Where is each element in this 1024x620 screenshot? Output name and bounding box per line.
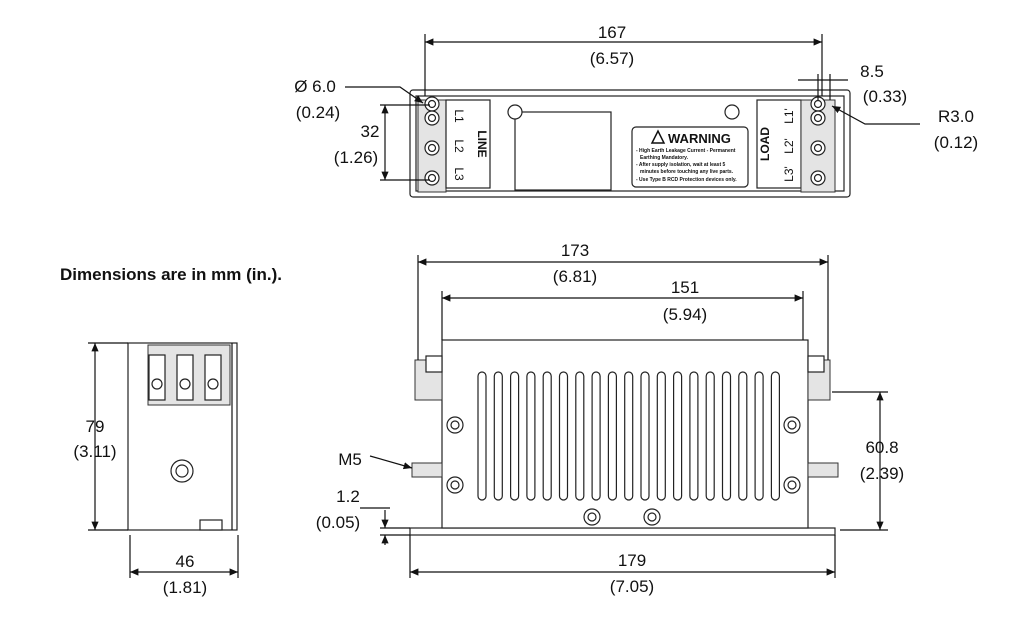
dim-hole: Ø 6.0 <box>294 77 336 96</box>
cooling-fin <box>591 371 601 501</box>
dim-base-width: 179 <box>618 551 646 570</box>
dim-top-width-in: (6.57) <box>590 49 634 68</box>
dim-pitch: 32 <box>361 122 380 141</box>
cooling-fin <box>477 371 487 501</box>
cooling-fin <box>575 371 585 501</box>
dim-front-height: 60.8 <box>865 438 898 457</box>
dim-side-depth-in: (1.81) <box>163 578 207 597</box>
side-terminal <box>204 354 222 401</box>
dim-overall-width-in: (6.81) <box>553 267 597 286</box>
side-view: 79 (3.11) 46 (1.81) <box>73 342 239 597</box>
side-terminal-screw <box>151 378 163 390</box>
mounting-hole-inner <box>587 512 597 522</box>
cooling-fin <box>558 371 569 501</box>
top-view: WARNING - High Earth Leakage Current - P… <box>294 23 978 198</box>
units-note: Dimensions are in mm (in.). <box>60 265 282 284</box>
dim-hole-in: (0.24) <box>296 103 340 122</box>
dim-slot: 8.5 <box>860 62 884 81</box>
front-view: 173 (6.81) 151 (5.94) 179 (7.05) 60.8 (2… <box>316 241 904 596</box>
dim-side-height: 79 <box>86 417 105 436</box>
terminal-screw-inner <box>427 143 437 153</box>
cooling-fin <box>672 371 683 501</box>
warning-line: - High Earth Leakage Current - Permanent <box>636 148 736 154</box>
warning-line: Earthing Mandatory. <box>640 155 689 161</box>
dim-top-width: 167 <box>598 23 626 42</box>
line-label: LINE <box>475 130 489 157</box>
mounting-hole-inner <box>787 420 797 430</box>
terminal-label: L1' <box>782 108 796 124</box>
cooling-fin <box>526 371 536 501</box>
cooling-fin <box>542 371 552 501</box>
cooling-fin <box>721 371 732 501</box>
terminal-screw-inner <box>427 113 437 123</box>
cooling-fin <box>754 371 764 501</box>
side-terminal <box>176 354 194 401</box>
terminal-screw-inner <box>427 173 437 183</box>
cooling-fin <box>624 371 634 501</box>
cooling-fin <box>656 371 666 501</box>
side-terminal-screw <box>179 378 191 390</box>
terminal-screw-inner <box>427 99 437 109</box>
dim-body-width-in: (5.94) <box>663 305 707 324</box>
terminal-label: L1 <box>452 109 466 123</box>
cooling-fin <box>607 371 618 501</box>
terminal-screw-inner <box>813 113 823 123</box>
warning-line: - Use Type B RCD Protection devices only… <box>636 177 737 183</box>
mounting-hole-inner <box>647 512 657 522</box>
warning-line: - After supply isolation, wait at least … <box>636 162 725 168</box>
dim-slot-in: (0.33) <box>863 87 907 106</box>
terminal-label: L2' <box>782 138 796 154</box>
dim-base-width-in: (7.05) <box>610 577 654 596</box>
m5-stud-right <box>807 462 839 478</box>
mounting-hole-inner <box>450 420 460 430</box>
terminal-screw-inner <box>813 99 823 109</box>
dim-side-height-in: (3.11) <box>73 442 116 461</box>
cooling-fin <box>493 371 503 501</box>
dim-plate: 1.2 <box>336 487 360 506</box>
terminal-screw-inner <box>813 173 823 183</box>
cooling-fin <box>738 371 748 501</box>
dim-radius-in: (0.12) <box>934 133 978 152</box>
side-terminal-screw <box>207 378 219 390</box>
load-label: LOAD <box>758 127 772 161</box>
thread-label: M5 <box>338 450 362 469</box>
terminal-label: L3' <box>782 166 796 182</box>
dim-front-height-in: (2.39) <box>860 464 904 483</box>
warning-line: minutes before touching any live parts. <box>640 169 734 175</box>
terminal-screw-inner <box>813 143 823 153</box>
dim-overall-width: 173 <box>561 241 589 260</box>
cooling-fin <box>640 371 650 501</box>
cooling-fin <box>705 371 715 501</box>
cooling-fin <box>689 371 699 501</box>
mounting-hole-inner <box>787 480 797 490</box>
m5-stud-left <box>411 462 443 478</box>
dim-side-depth: 46 <box>176 552 195 571</box>
warning-title: WARNING <box>668 131 731 146</box>
dim-plate-in: (0.05) <box>316 513 360 532</box>
dim-body-width: 151 <box>671 278 699 297</box>
side-terminal <box>148 354 166 401</box>
cooling-fin <box>510 371 520 501</box>
cooling-fin <box>770 371 781 501</box>
terminal-label: L2 <box>452 139 466 153</box>
dim-pitch-in: (1.26) <box>334 148 378 167</box>
mounting-hole-inner <box>450 480 460 490</box>
warning-label: WARNING - High Earth Leakage Current - P… <box>631 126 749 188</box>
terminal-label: L3 <box>452 167 466 181</box>
dim-radius: R3.0 <box>938 107 974 126</box>
